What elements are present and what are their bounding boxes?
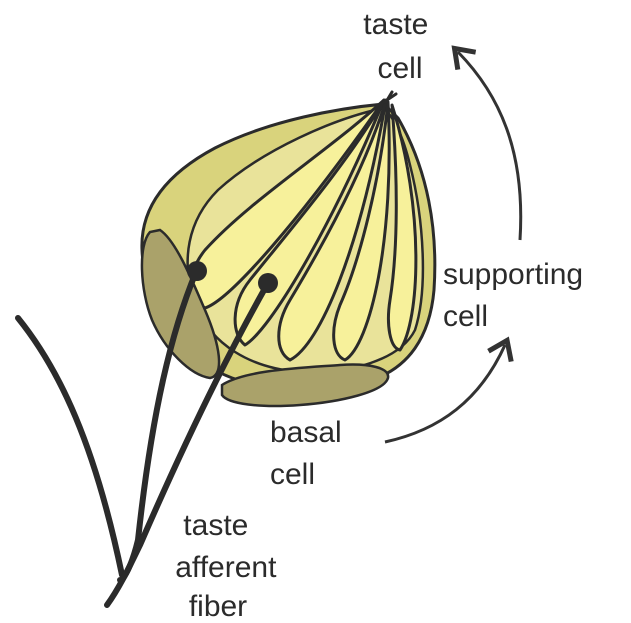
- label-afferent-fiber: taste afferent fiber: [175, 509, 285, 623]
- synapse-dot-2: [258, 273, 278, 293]
- arrow-supporting-to-taste: [458, 52, 521, 240]
- taste-pore-tips: [384, 92, 396, 102]
- label-supporting-cell: supporting cell: [443, 258, 591, 333]
- label-basal-cell: basal cell: [270, 416, 350, 491]
- synapse-dot-1: [187, 261, 207, 281]
- label-taste-cell: taste cell: [363, 8, 436, 85]
- fiber-outer: [18, 318, 122, 575]
